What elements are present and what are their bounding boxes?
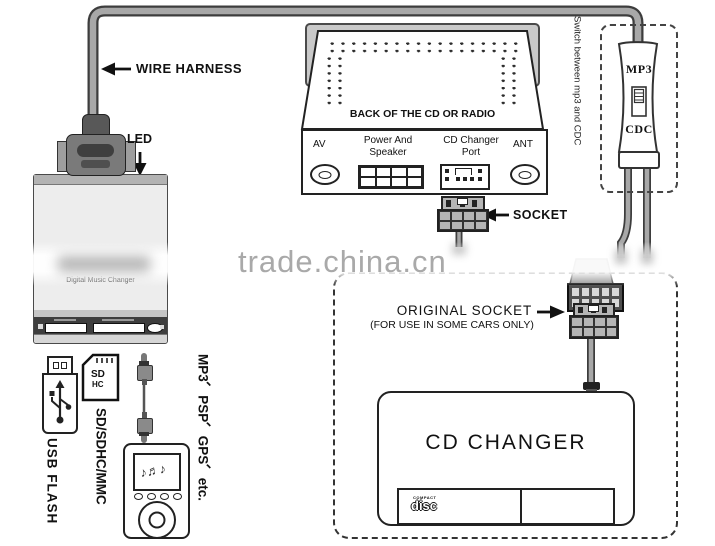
mp3-player-screen: ♪♬♪ (133, 453, 181, 491)
cd-changer-unit: CD CHANGER COMPACT disc (377, 391, 635, 526)
dsub-inner-oval (77, 144, 114, 157)
led-label: LED (127, 132, 152, 146)
radio-vent-holes-top (327, 40, 519, 55)
device-band (34, 310, 167, 317)
radio-vent-holes-right (498, 55, 520, 105)
cable-fade-smudge-3 (452, 243, 466, 255)
dsub-inner-slot (81, 160, 110, 168)
usb-flash-label: USB FLASH (44, 438, 60, 525)
switch-dashed-box (600, 24, 678, 193)
device-top-strip (34, 175, 167, 185)
cable-fade-smudge-1 (615, 249, 627, 264)
aux-plug-tip-top (141, 353, 147, 361)
led-arrow (133, 152, 147, 176)
device-led-dot (38, 324, 43, 329)
cd-changer-port-connector-icon (440, 164, 490, 190)
aux-plug-tip-bottom (141, 436, 147, 443)
cable-ferrule (583, 382, 600, 390)
cable-fade-smudge-2 (641, 249, 653, 264)
usb-trident-icon (49, 380, 72, 424)
sd-logo-label: SD (91, 369, 105, 380)
cd-changer-front-panel: COMPACT disc (397, 488, 615, 525)
original-socket-icon (569, 303, 619, 339)
switch-base (618, 151, 660, 169)
compact-label: COMPACT (413, 495, 437, 500)
original-socket-subtitle: (FOR USE IN SOME CARS ONLY) (370, 319, 534, 331)
av-label: AV (313, 139, 326, 150)
original-socket-arrow (537, 305, 565, 319)
wire-harness-label: WIRE HARNESS (136, 61, 242, 76)
power-speaker-label-1: Power And (363, 135, 413, 146)
aux-plug-neck-bottom (142, 412, 147, 418)
radio-vent-holes-left (324, 55, 346, 105)
cd-changer-title: CD CHANGER (425, 431, 587, 454)
switch-mp3-label: MP3 (625, 62, 653, 76)
mp3-player-clickwheel (138, 501, 176, 539)
mp3-player-buttons (134, 493, 182, 500)
device-bottom-strip (34, 334, 167, 343)
dsub-connector (66, 134, 126, 176)
socket-arrow (482, 208, 509, 222)
slot-mark-1 (54, 318, 76, 321)
original-socket-title: ORIGINAL SOCKET (396, 303, 532, 318)
socket-label: SOCKET (513, 208, 568, 222)
ant-label: ANT (513, 139, 533, 150)
switch-note-label: Switch between mp3 and CDC (571, 16, 583, 146)
aux-plug-collar-top (139, 361, 149, 365)
slot-mark-2 (102, 318, 134, 321)
panel-divider (520, 490, 522, 523)
power-speaker-connector-icon (358, 165, 424, 189)
mp3-player-icon: ♪♬♪ (123, 443, 190, 539)
portable-devices-label: MP3、PSP、GPS、etc. (195, 354, 211, 502)
wire-harness-cable (89, 7, 642, 120)
watermark-smudge (58, 256, 150, 272)
disc-logo: disc (411, 498, 438, 513)
music-notes-icon: ♪♬♪ (138, 460, 168, 481)
radio-back-label: BACK OF THE CD OR RADIO (349, 108, 496, 120)
device-slot-strip (34, 317, 167, 335)
av-connector-icon (310, 164, 340, 185)
aux-plug-collar-bottom (139, 432, 149, 436)
switch-cdc-label: CDC (625, 122, 653, 136)
usb-flash-body-icon (42, 373, 78, 434)
watermark-text: trade.china.cn (238, 244, 447, 279)
ant-connector-icon (510, 164, 540, 185)
radio-port-row: AV Power And Speaker CD Changer Port ANT (301, 129, 548, 195)
cd-changer-port-label-2: Port (461, 147, 481, 158)
usb-slot (45, 323, 87, 333)
aux-plug-neck-top (142, 379, 147, 385)
sd-card-icon (81, 353, 120, 402)
sd-slot (93, 323, 145, 333)
cd-changer-port-label-1: CD Changer (443, 135, 499, 146)
sd-cards-label: SD/SDHC/MMC (93, 408, 109, 505)
power-speaker-label-2: Speaker (369, 147, 407, 158)
sd-logo-label-2: HC (92, 380, 104, 389)
harness-socket-icon (437, 196, 489, 232)
device-dot (160, 325, 164, 329)
wire-harness-arrow (101, 62, 131, 76)
